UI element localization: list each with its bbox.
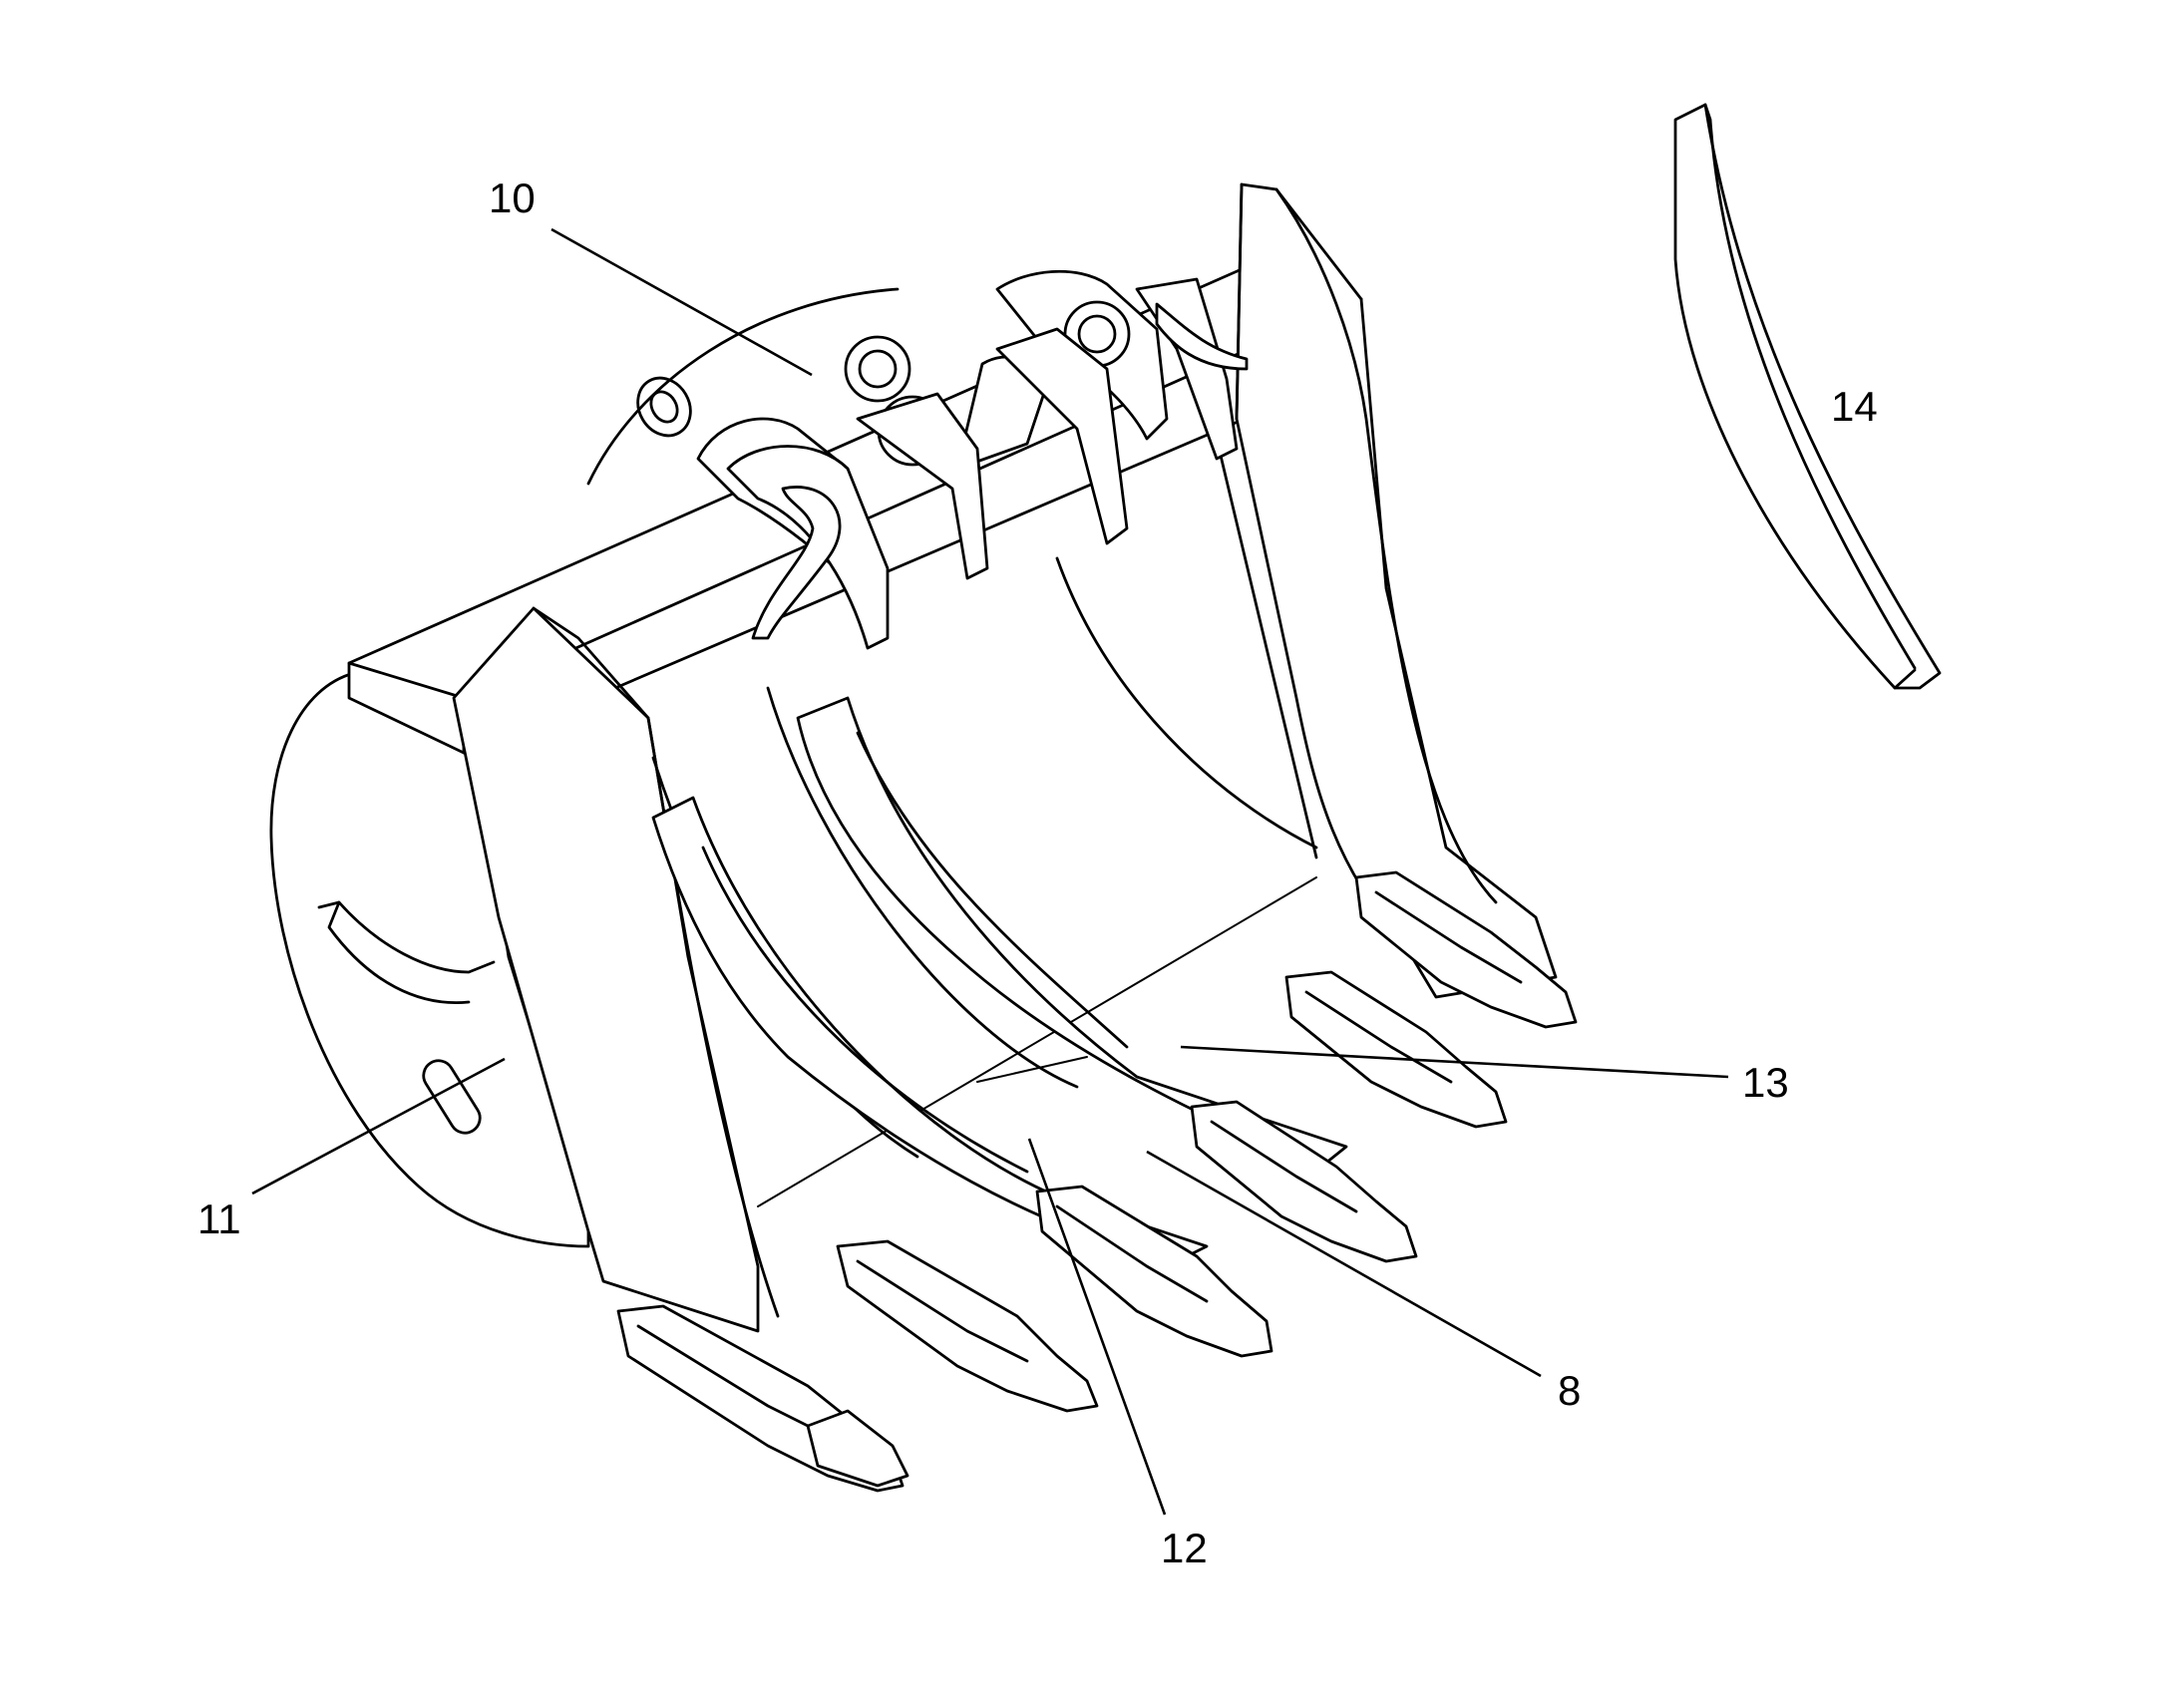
leader-12 bbox=[1027, 1138, 1167, 1516]
bucket-teeth bbox=[616, 870, 1578, 1493]
bucket-body bbox=[269, 182, 1558, 1333]
mounting-bracket bbox=[586, 269, 1249, 650]
leader-10 bbox=[550, 227, 813, 377]
leader-lines bbox=[251, 227, 1729, 1516]
leader-8 bbox=[1146, 1150, 1542, 1378]
ref-10: 10 bbox=[489, 174, 536, 221]
ref-13: 13 bbox=[1742, 1059, 1789, 1106]
leader-11 bbox=[251, 1057, 506, 1196]
leader-13 bbox=[1180, 1045, 1729, 1079]
ref-11: 11 bbox=[197, 1196, 241, 1242]
wear-plate-14 bbox=[1673, 103, 1942, 690]
reference-labels: 10 11 12 13 8 14 bbox=[197, 174, 1878, 1571]
ref-8: 8 bbox=[1558, 1367, 1581, 1414]
ref-14: 14 bbox=[1831, 383, 1878, 430]
ref-12: 12 bbox=[1161, 1525, 1208, 1571]
